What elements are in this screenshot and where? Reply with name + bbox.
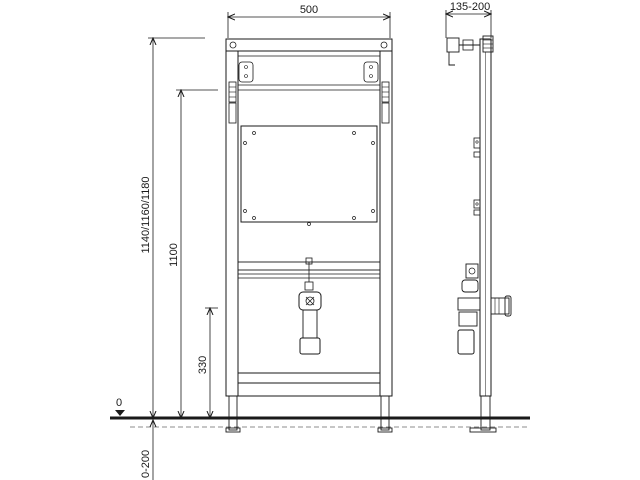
side-wall-brackets (473, 137, 481, 216)
side-outlet-trap (457, 263, 512, 355)
leg-adjustment-dimension: 0-200 (140, 420, 153, 480)
side-view-frame (446, 35, 512, 433)
mounting-plate (240, 125, 378, 226)
floor-level-marker: 0 (115, 397, 125, 416)
floor-line (110, 416, 530, 428)
total-height-label: 1140/1160/1180 (140, 176, 152, 253)
outlet-height-dimension: 330 (197, 308, 218, 418)
leg-adjustment-label: 0-200 (140, 450, 152, 478)
width-dimension: 500 (228, 4, 390, 38)
right-fixing-clip (381, 81, 390, 124)
fixing-height-label: 1100 (168, 243, 180, 267)
side-foot (469, 395, 497, 433)
left-fixing-clip (228, 81, 237, 124)
outlet-fitting (298, 281, 322, 355)
depth-dimension: 135-200 (446, 1, 491, 38)
right-leg (377, 395, 393, 433)
depth-dimension-label: 135-200 (450, 1, 490, 13)
side-top-bracket (446, 35, 494, 66)
width-dimension-label: 500 (300, 4, 318, 16)
floor-level-label: 0 (116, 397, 122, 409)
outlet-height-label: 330 (197, 356, 209, 374)
total-height-dimension: 1140/1160/1180 (140, 38, 205, 418)
lower-cross-rail (237, 257, 381, 282)
fixing-height-dimension: 1100 (168, 90, 218, 418)
front-view-frame (225, 38, 393, 433)
left-leg (225, 395, 241, 433)
